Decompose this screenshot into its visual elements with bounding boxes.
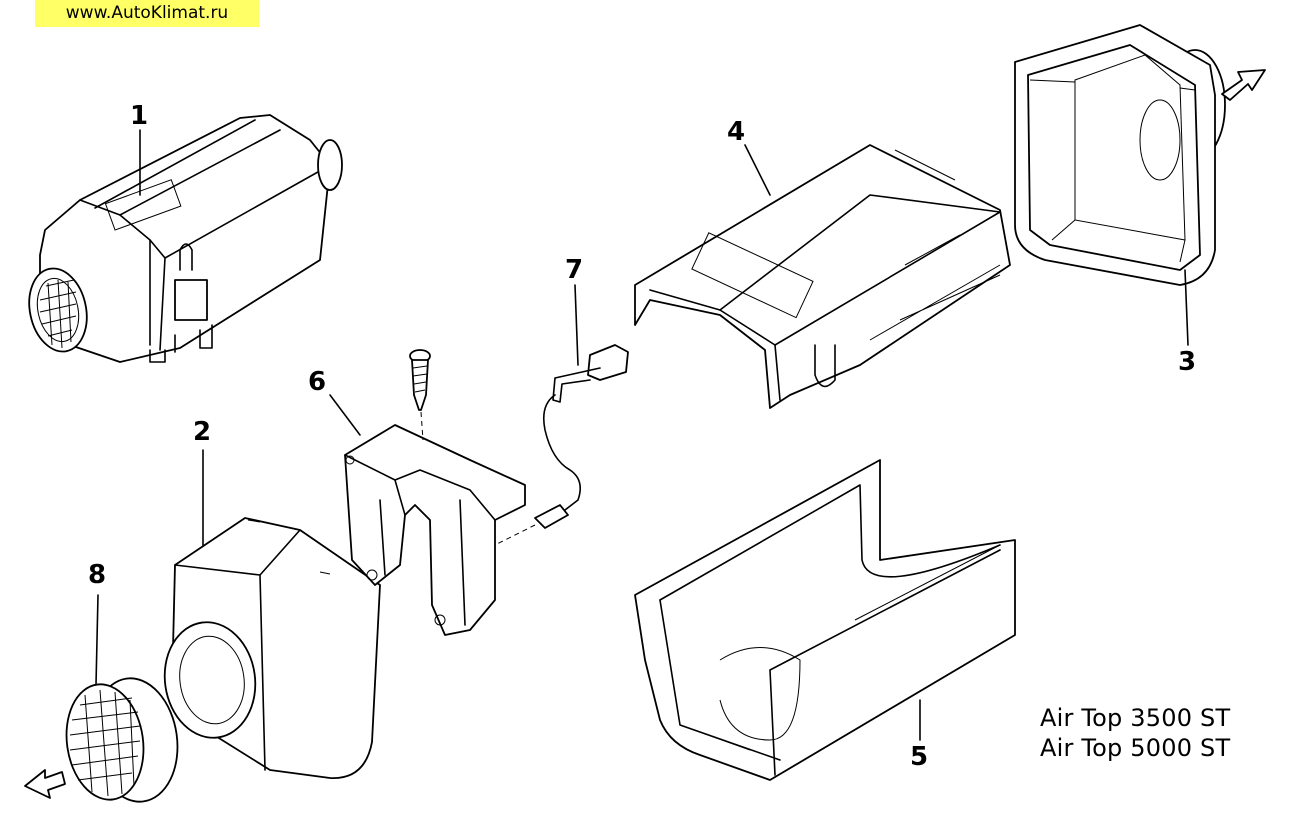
part-2-inlet-housing <box>163 517 381 779</box>
model-name-2: Air Top 5000 ST <box>1040 734 1231 762</box>
part-6-bracket <box>344 424 526 636</box>
part-5-bottom-tray <box>634 459 1016 781</box>
callout-4: 4 <box>727 117 745 147</box>
part-8-inlet-grille <box>65 677 179 803</box>
callout-3: 3 <box>1178 347 1196 377</box>
callout-8: 8 <box>88 560 106 590</box>
inlet-arrow-icon <box>24 769 66 799</box>
leader-8 <box>95 594 99 686</box>
leader-3 <box>1184 269 1189 346</box>
part-4-top-cover <box>634 144 1011 409</box>
screw-dashed-line <box>420 411 424 441</box>
part-1-heater-unit <box>28 114 343 363</box>
callout-5: 5 <box>910 742 928 772</box>
outlet-arrow-icon <box>1221 69 1266 101</box>
part-7-temperature-sensor <box>494 344 629 546</box>
watermark-link: www.AutoKlimat.ru <box>35 0 259 27</box>
leader-4 <box>744 144 771 196</box>
callout-1: 1 <box>130 101 148 131</box>
part-3-outlet-housing <box>1014 24 1226 286</box>
screw <box>409 349 431 411</box>
callout-2: 2 <box>193 417 211 447</box>
model-name-1: Air Top 3500 ST <box>1040 704 1231 732</box>
callout-7: 7 <box>565 255 583 285</box>
leader-6 <box>329 394 361 436</box>
callout-6: 6 <box>308 367 326 397</box>
leader-7 <box>574 284 579 366</box>
